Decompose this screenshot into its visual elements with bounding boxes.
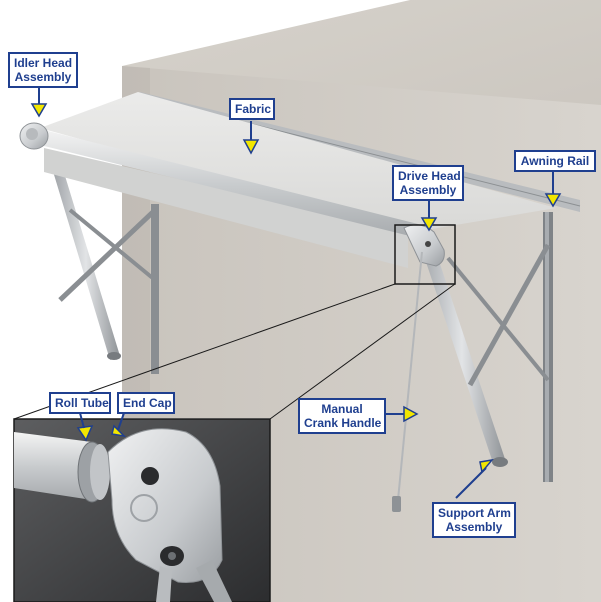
fabric-valance (44, 148, 408, 268)
callout-idler-head: Idler Head Assembly (8, 52, 78, 88)
inset-logo-icon (130, 494, 158, 522)
zoom-box (394, 224, 456, 285)
manual-crank-label-line1: Manual (321, 402, 363, 416)
callout-manual-crank: Manual Crank Handle (298, 398, 386, 434)
idler-head-label-line2: Assembly (14, 70, 72, 84)
awning-rail-label: Awning Rail (520, 154, 590, 168)
left-support-arm (52, 166, 120, 360)
support-arm-label-line1: Support Arm (438, 506, 511, 520)
left-wall-bracket (151, 204, 159, 374)
end-cap-label: End Cap (123, 396, 172, 410)
pointer-support-arm (479, 458, 494, 474)
callout-roll-tube: Roll Tube (49, 392, 111, 414)
inset-drive-head (107, 428, 223, 584)
idler-head-label-line1: Idler Head (14, 56, 73, 70)
fabric-label: Fabric (235, 102, 272, 116)
callout-support-arm: Support Arm Assembly (432, 502, 516, 538)
support-arm-label-line2: Assembly (445, 520, 503, 534)
roll-tube-label: Roll Tube (55, 396, 109, 410)
drive-head-label-line1: Drive Head (398, 169, 461, 183)
roll-tube (36, 128, 426, 240)
pointer-end-cap (111, 424, 127, 438)
pointers (30, 103, 562, 474)
pointer-idler-head (30, 103, 48, 118)
inset-hole (141, 467, 159, 485)
callout-awning-rail: Awning Rail (514, 150, 596, 172)
detail-inset (13, 418, 271, 602)
callout-end-cap: End Cap (117, 392, 175, 414)
crank-handle (392, 496, 401, 512)
right-support-arm (418, 234, 506, 466)
callout-fabric: Fabric (229, 98, 275, 120)
manual-crank-label-line2: Crank Handle (304, 416, 382, 430)
inset-roll-tube (14, 432, 92, 500)
pointer-roll-tube (76, 425, 94, 442)
drive-head-label-line2: Assembly (399, 183, 457, 197)
crank-rod (397, 251, 423, 501)
callout-drive-head: Drive Head Assembly (392, 165, 464, 201)
